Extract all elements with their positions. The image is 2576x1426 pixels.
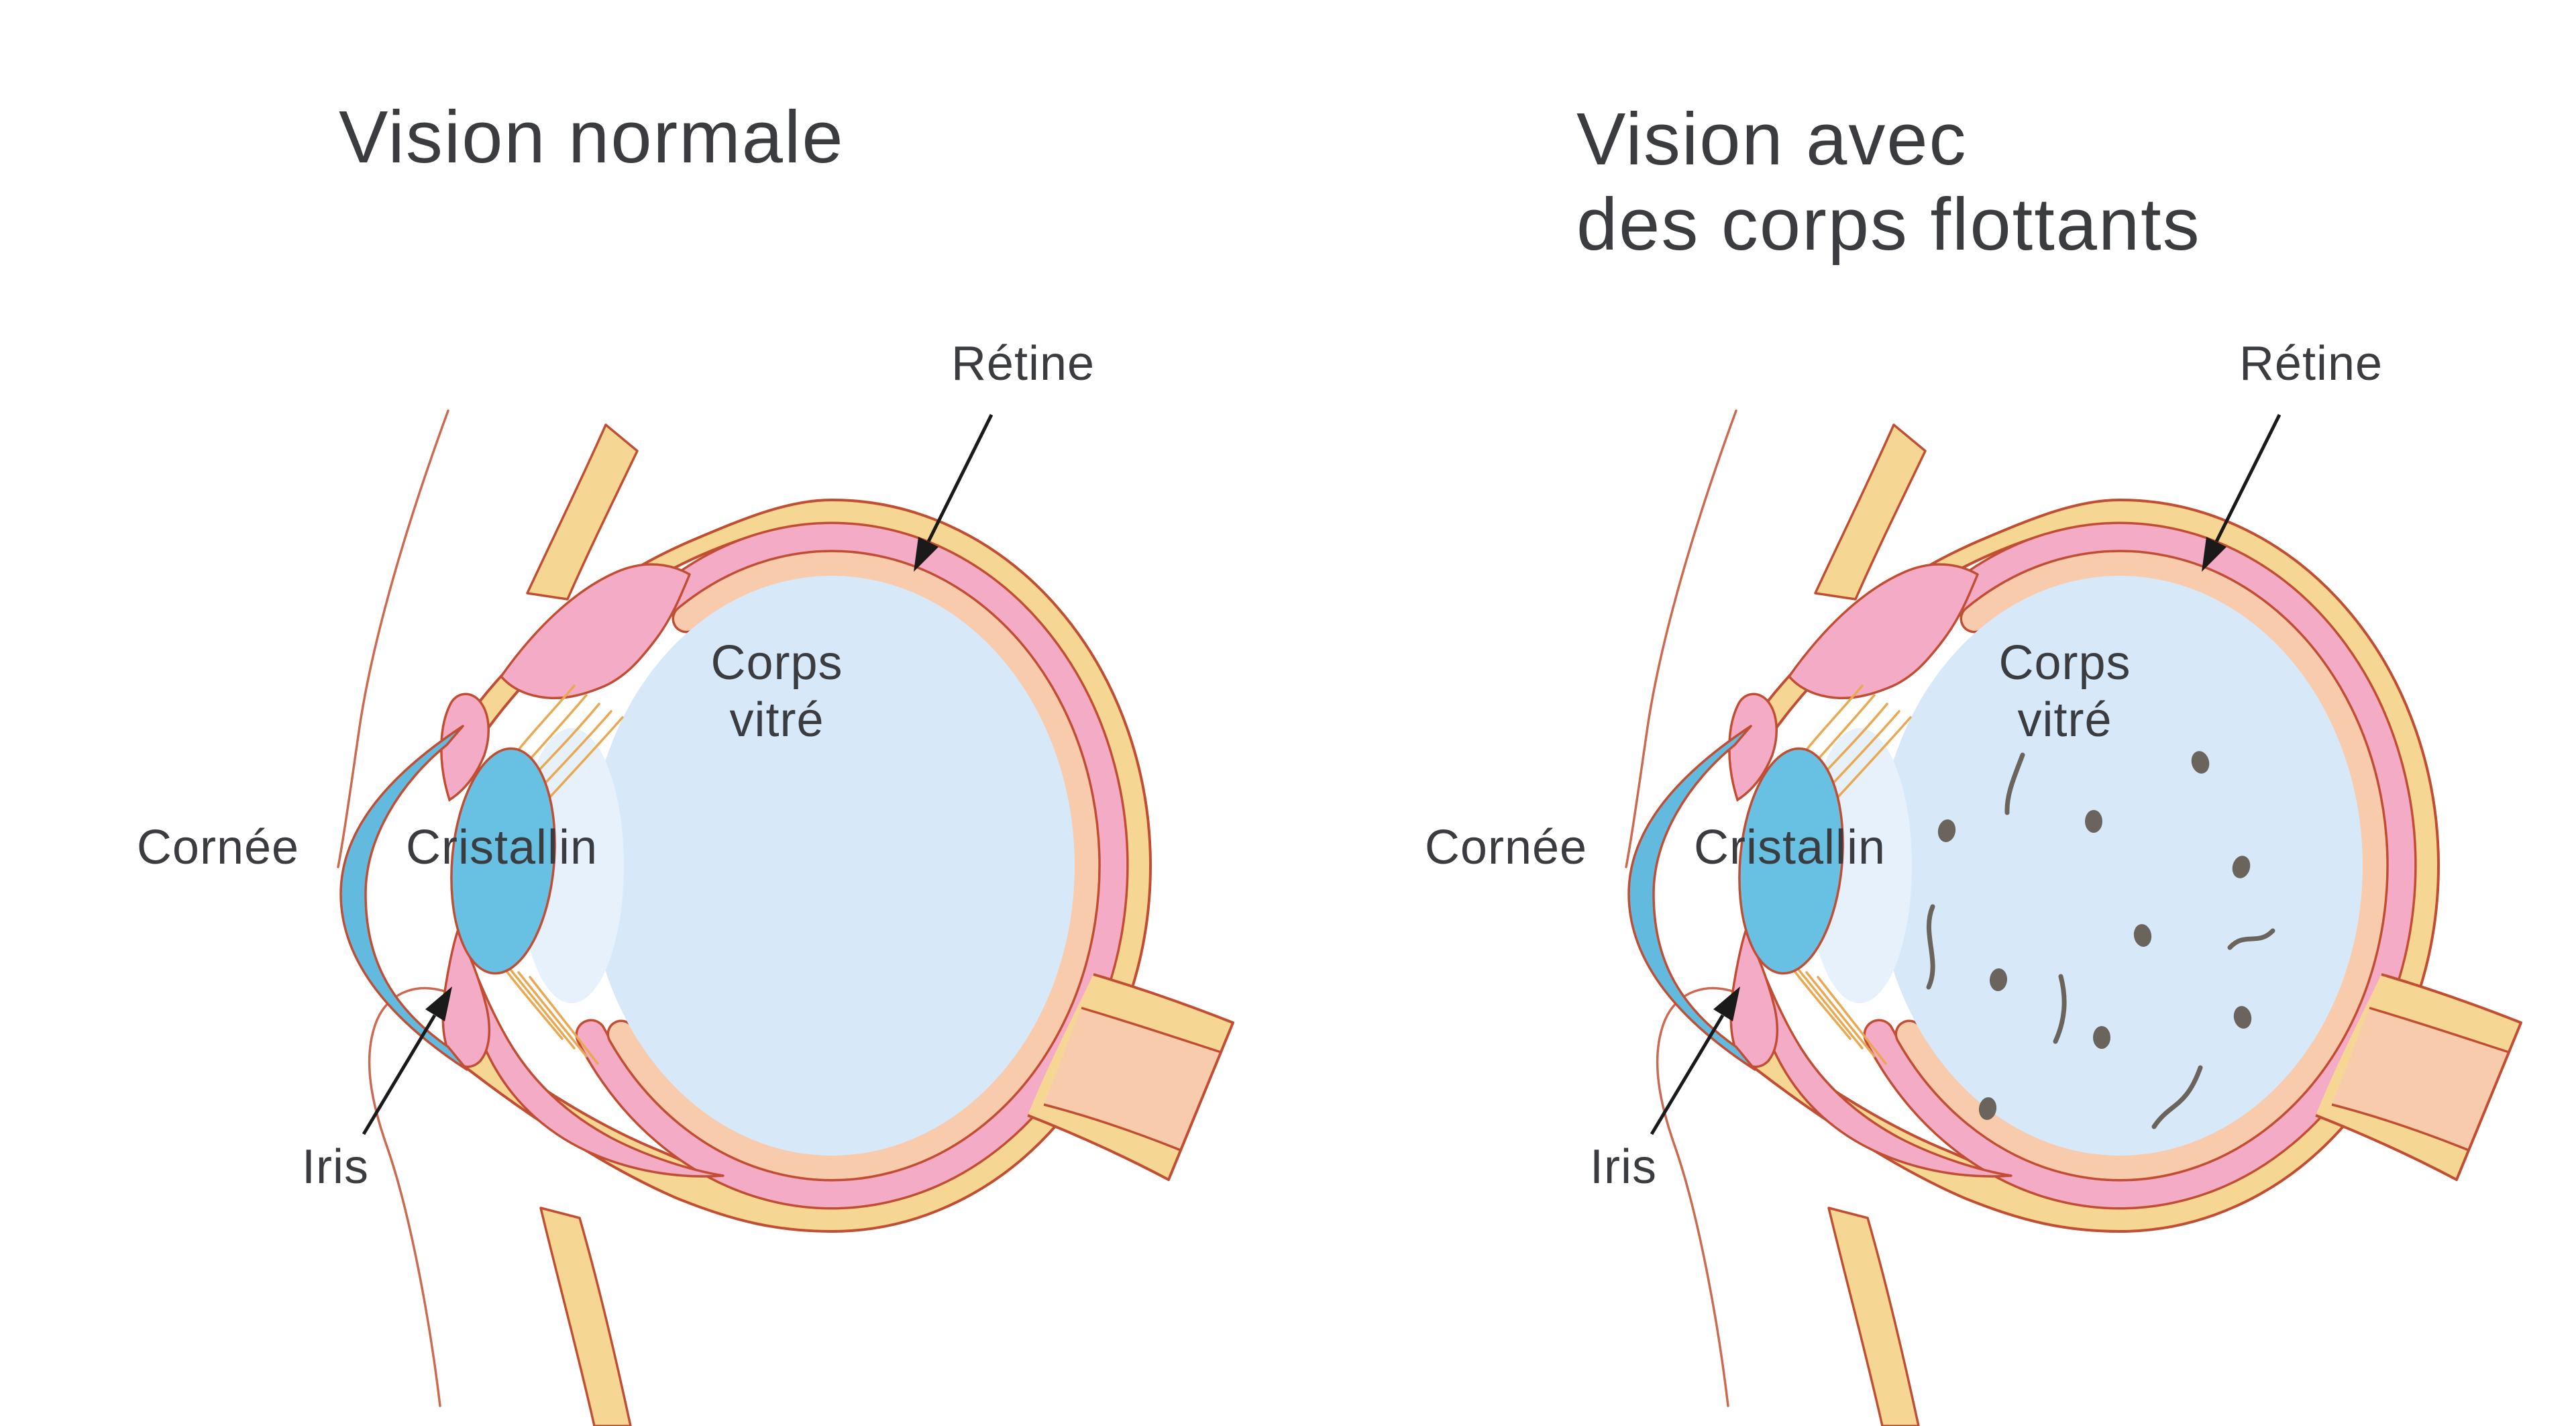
svg-text:Rétine: Rétine	[2239, 337, 2383, 391]
floater-dot	[1989, 968, 2008, 991]
svg-text:vitré: vitré	[729, 693, 824, 747]
label-cristallin: Cristallin	[1694, 821, 1886, 874]
retina-arrow-head	[2202, 537, 2226, 572]
floater-dot	[2191, 751, 2210, 774]
svg-text:Iris: Iris	[1590, 1140, 1657, 1194]
floater-squiggle	[2053, 974, 2067, 1044]
floater-dot	[2093, 1026, 2110, 1049]
svg-text:vitré: vitré	[2017, 693, 2112, 747]
panel-title-line2: des corps flottants	[1576, 183, 2201, 266]
floater-squiggle	[2004, 752, 2025, 815]
label-cristallin: Cristallin	[406, 821, 598, 874]
label-cornee: Cornée	[1425, 821, 1587, 874]
iris-arrow-head	[1713, 986, 1740, 1021]
svg-text:Corps: Corps	[710, 636, 843, 690]
label-cornee: Cornée	[137, 821, 299, 874]
floater-dot	[2133, 924, 2152, 947]
floater-dot	[2232, 856, 2251, 878]
label-iris: Iris	[1590, 986, 1740, 1194]
svg-text:Rétine: Rétine	[951, 337, 1095, 391]
iris-arrow	[1650, 1014, 1725, 1135]
retina-arrow-head	[914, 537, 938, 572]
floater-dot	[1978, 1097, 1997, 1120]
label-retine: Rétine	[914, 337, 1095, 572]
panel-vision-corps-flottants: Vision avec des corps flottants Rétine C…	[1425, 98, 2521, 1426]
panel-vision-normale: Vision normale Rétine Corps vitré Cornée…	[137, 96, 1233, 1426]
iris-arrow-head	[425, 986, 452, 1021]
panel-title-line1: Vision avec	[1576, 98, 1968, 181]
floater-dot	[2085, 810, 2102, 833]
floater-squiggle	[2227, 928, 2275, 950]
label-retine: Rétine	[2202, 337, 2383, 572]
svg-text:Corps: Corps	[1998, 636, 2131, 690]
floater-dot	[2233, 1006, 2252, 1029]
floater-squiggle	[2151, 1065, 2203, 1129]
label-corps-vitre: Corps vitré	[710, 636, 843, 747]
floater-dot	[1937, 819, 1956, 842]
retina-arrow	[926, 413, 994, 543]
label-iris: Iris	[302, 986, 452, 1194]
svg-text:Iris: Iris	[302, 1140, 369, 1194]
iris-arrow	[362, 1014, 437, 1135]
floaters-group	[1926, 751, 2275, 1129]
retina-arrow	[2214, 413, 2282, 543]
floater-squiggle	[1926, 904, 1935, 990]
label-corps-vitre: Corps vitré	[1998, 636, 2131, 747]
panel-title: Vision normale	[339, 96, 845, 179]
